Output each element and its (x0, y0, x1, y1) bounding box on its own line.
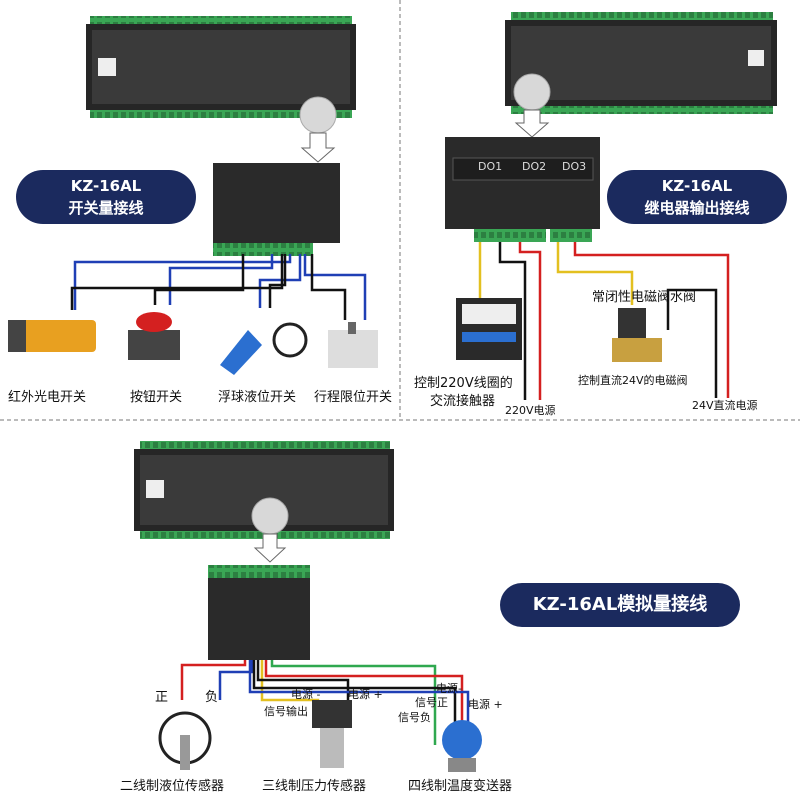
wire-label-signal-pos: 信号正 (415, 696, 448, 709)
down-arrow-1 (300, 132, 336, 163)
wiring-section-2 (478, 242, 730, 400)
wire-label-power-pos-2: 电源 + (468, 698, 503, 711)
down-arrow-3 (253, 533, 287, 563)
wiring-section-1 (70, 254, 367, 320)
switch-badge-line1: KZ-16AL (70, 177, 142, 195)
float-switch-icon (220, 322, 308, 375)
wire-label-power-neg-1: 电源 - (291, 688, 321, 701)
down-arrow-2 (514, 109, 550, 138)
temperature-transmitter-icon (442, 720, 482, 772)
sensor-label-temperature: 四线制温度变送器 (408, 779, 513, 794)
photoelectric-sensor-icon (8, 320, 96, 352)
relay-wiring-badge: KZ-16AL 继电器输出接线 (607, 170, 787, 224)
sensor-label-button: 按钮开关 (130, 390, 183, 405)
sensor-label-pressure: 三线制压力传感器 (262, 779, 367, 794)
power-24-label: 24V直流电源 (692, 399, 758, 412)
wiring-section-3 (180, 660, 470, 745)
wire-label-signal-neg: 信号负 (398, 711, 431, 724)
contactor-label-line1: 控制220V线圈的 (414, 376, 513, 391)
sensor-label-float: 浮球液位开关 (218, 390, 297, 405)
sensor-label-photoelectric: 红外光电开关 (8, 390, 87, 405)
terminal-block-2 (445, 137, 600, 242)
pressure-sensor-icon (312, 700, 352, 768)
analog-wiring-badge: KZ-16AL模拟量接线 (500, 583, 740, 627)
wire-label-negative: 负 (205, 690, 219, 705)
wire-label-power-pos-1: 电源 + (348, 688, 383, 701)
power-220-label: 220V电源 (505, 404, 556, 417)
push-button-icon (128, 312, 180, 360)
zoom-lens-3 (251, 497, 289, 535)
switch-badge-line2: 开关量接线 (68, 199, 144, 217)
contactor-icon (456, 298, 522, 360)
terminal-block-1 (213, 163, 340, 256)
wire-label-positive: 正 (155, 690, 169, 705)
switch-wiring-badge: KZ-16AL 开关量接线 (16, 170, 196, 224)
relay-header-do3: DO3 (562, 160, 587, 173)
zoom-lens-1 (299, 96, 337, 134)
controller-module-1 (86, 16, 356, 118)
relay-badge-line1: KZ-16AL (661, 177, 733, 195)
relay-badge-line2: 继电器输出接线 (644, 199, 750, 217)
wire-label-signal-out: 信号输出 (264, 705, 308, 718)
relay-header-do2: DO2 (522, 160, 547, 173)
wire-label-power-neg-2: 电源- (436, 682, 462, 695)
solenoid-valve-icon (612, 308, 662, 362)
level-sensor-icon (158, 711, 212, 770)
valve-type-label: 常闭性电磁阀水阀 (592, 290, 697, 305)
sensor-label-limit: 行程限位开关 (314, 390, 393, 405)
terminal-block-3 (208, 565, 310, 660)
sensor-label-level: 二线制液位传感器 (120, 779, 225, 794)
relay-header-do1: DO1 (478, 160, 503, 173)
zoom-lens-2 (513, 73, 551, 111)
valve-control-label: 控制直流24V的电磁阀 (578, 374, 688, 387)
contactor-label-line2: 交流接触器 (430, 394, 496, 409)
limit-switch-icon (328, 322, 378, 368)
